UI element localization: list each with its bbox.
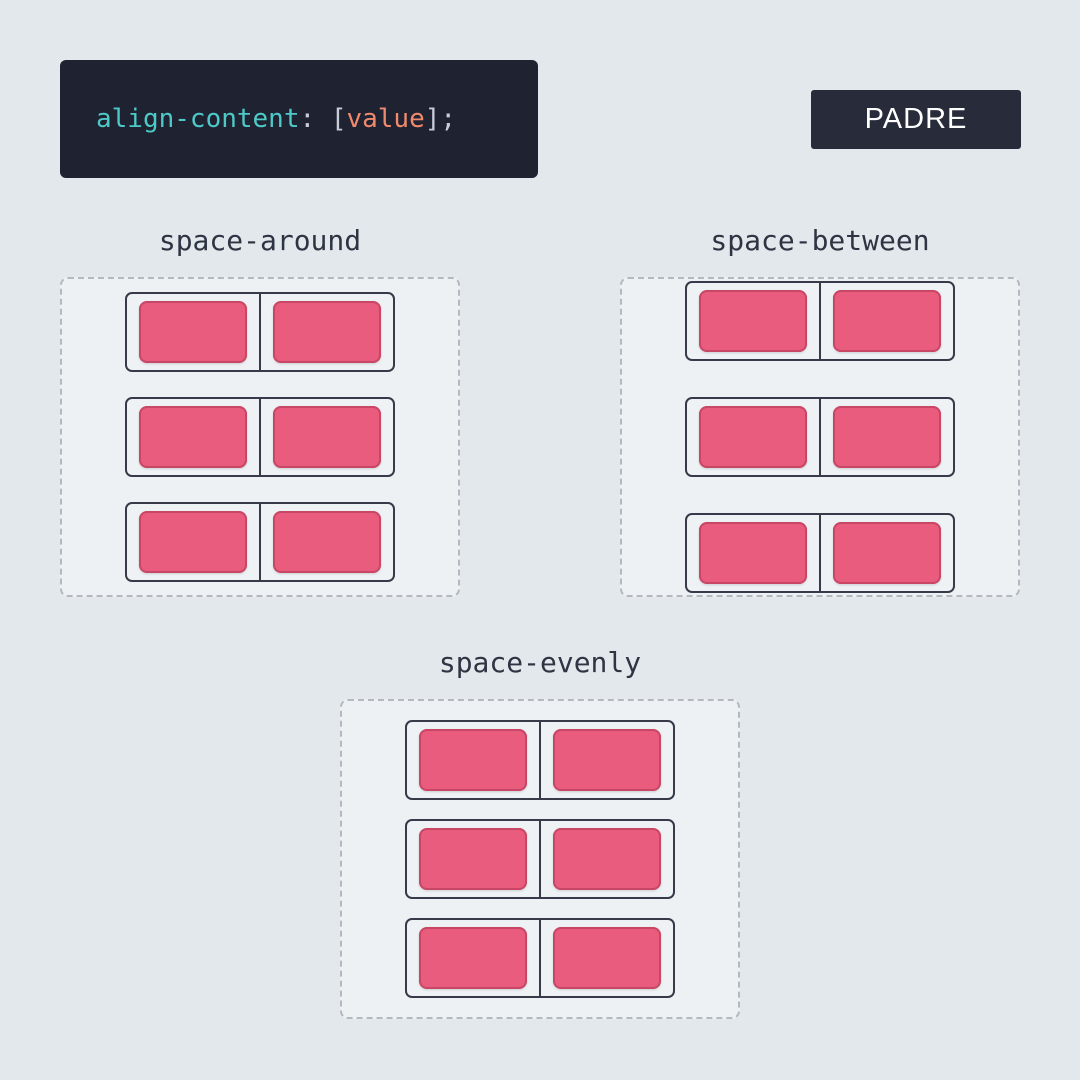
flex-cell [687,283,819,359]
example-title-space-evenly: space-evenly [438,646,642,679]
flex-item [553,729,661,791]
flex-item [139,511,247,574]
code-property: align-content [96,104,300,134]
flex-line [125,396,395,477]
example-title-space-around: space-around [158,224,362,257]
example-space-around [60,277,460,597]
flex-cell [539,920,673,996]
flex-cell [687,515,819,591]
flex-cell [407,722,539,798]
flex-line [685,513,955,593]
flex-item [419,729,527,791]
flex-cell [539,821,673,897]
flex-item [273,300,381,363]
flex-item [699,290,807,352]
code-close: ]; [424,104,457,134]
flex-item [553,828,661,890]
flex-item [699,522,807,584]
flex-cell [127,504,259,580]
example-title-space-between: space-between [710,224,930,257]
flex-cell [407,821,539,897]
flex-item [833,406,941,468]
flex-cell [127,294,259,370]
flex-item [833,290,941,352]
flex-cell [819,283,953,359]
flex-cell [687,399,819,475]
flex-line [685,281,955,361]
example-space-between [620,277,1020,597]
flex-cell [819,399,953,475]
flex-line [405,918,675,998]
flex-item [273,405,381,468]
flex-item [833,522,941,584]
code-value: value [346,104,425,134]
flex-line [405,720,675,800]
flex-cell [127,399,259,475]
example-space-evenly [340,699,740,1019]
flex-cell [539,722,673,798]
flex-cell [819,515,953,591]
code-open-bracket: [ [330,104,347,134]
flex-cell [259,398,393,475]
code-colon: : [299,104,331,134]
flex-item [139,300,247,363]
flex-line [125,502,395,583]
flex-item [273,511,381,574]
flex-line [405,819,675,899]
flex-item [553,927,661,989]
flex-item [139,405,247,468]
flex-line [685,397,955,477]
flex-item [699,406,807,468]
parent-badge: PADRE [811,90,1021,149]
code-snippet: align-content: [value]; [60,60,538,178]
flex-line [125,291,395,372]
flex-cell [407,920,539,996]
flex-cell [259,293,393,370]
flex-item [419,927,527,989]
flex-item [419,828,527,890]
flex-cell [259,504,393,581]
